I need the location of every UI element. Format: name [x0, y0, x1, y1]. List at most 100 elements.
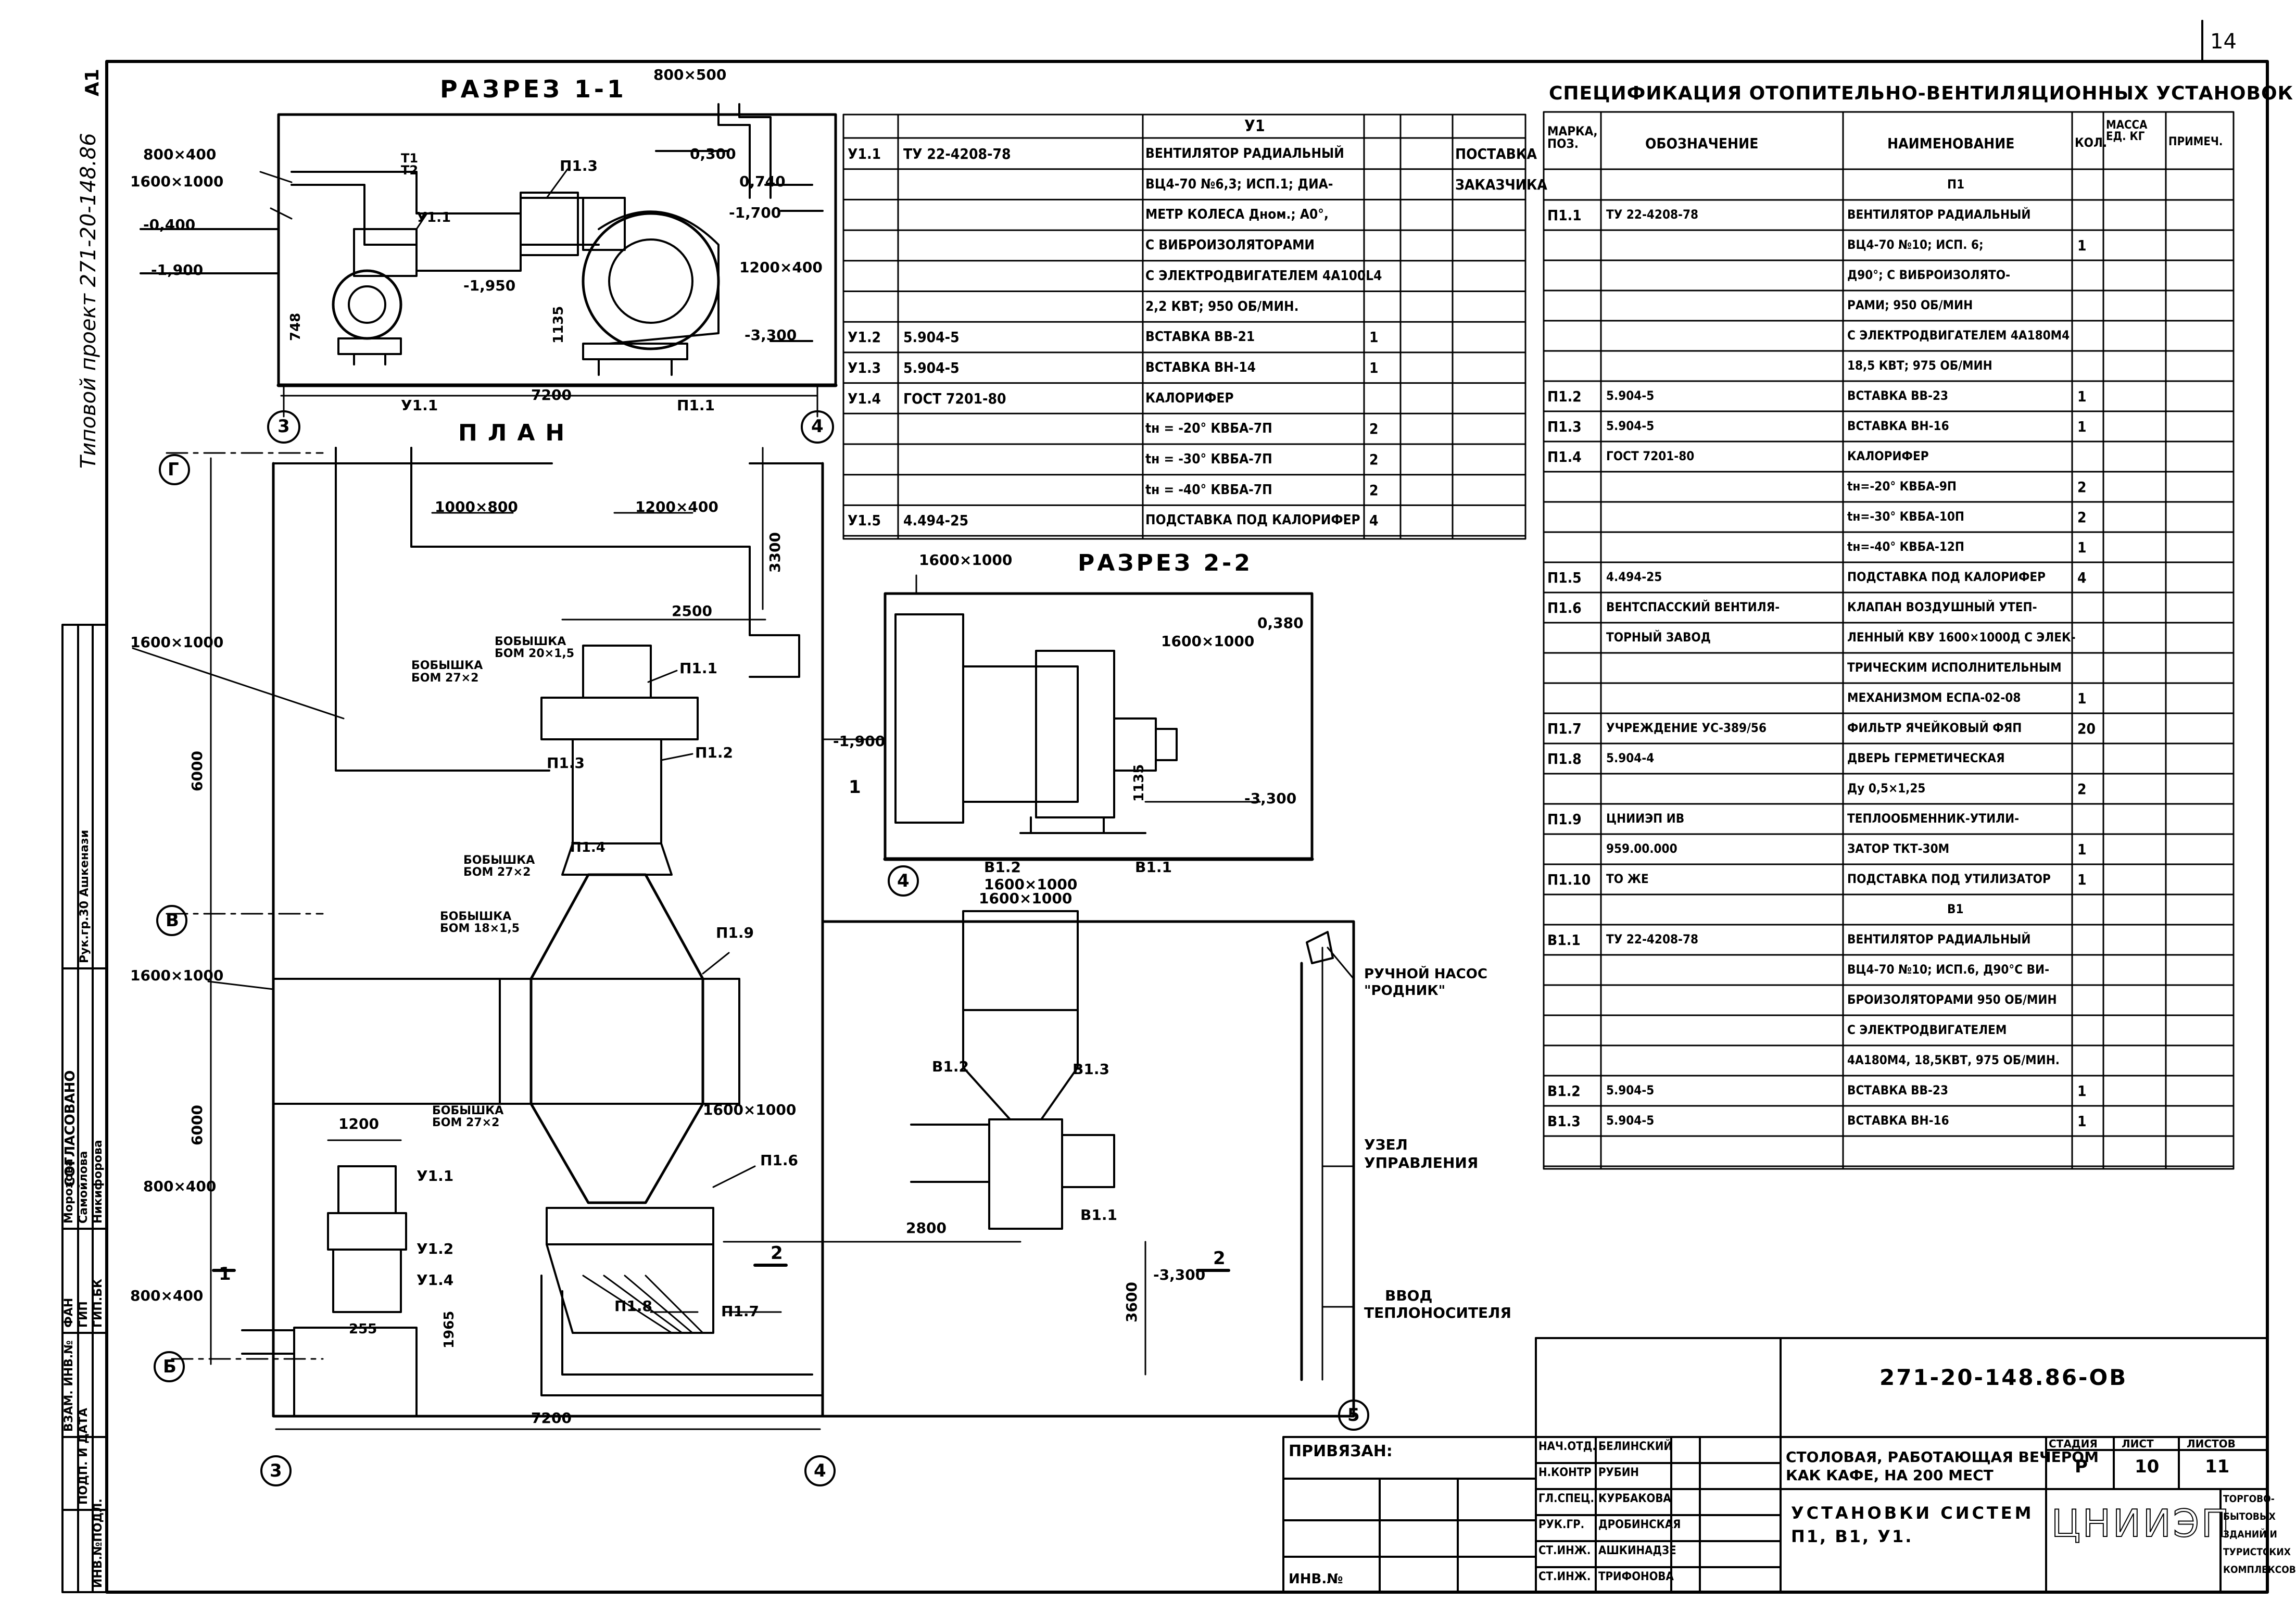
spec-table-cell: УЧРЕЖДЕНИЕ УС-389/56 — [1606, 721, 1767, 735]
s11-dim748: 748 — [288, 312, 304, 341]
u1-table-cell: У1.4 — [848, 389, 881, 407]
u1-table-header: У1 — [1244, 117, 1265, 135]
s11-d1600x1000: 1600×1000 — [130, 173, 224, 190]
spec-table-cell: 2 — [2077, 780, 2087, 798]
spec-table-cell: П1.6 — [1547, 599, 1582, 616]
plan-dim7200: 7200 — [531, 1409, 572, 1427]
u1-table-cell: 5.904-5 — [903, 359, 960, 376]
plan-drawing — [132, 447, 1369, 1486]
u1-table-cell: ГОСТ 7201-80 — [903, 389, 1006, 407]
spec-table-cell: ДВЕРЬ ГЕРМЕТИЧЕСКАЯ — [1847, 751, 2005, 765]
tb-role: ГЛ.СПЕЦ. — [1538, 1492, 1595, 1505]
spec-table-cell: 1 — [2077, 388, 2087, 405]
plan-boss1a: БОБЫШКА — [495, 635, 566, 648]
tb-person-name: КУРБАКОВА — [1598, 1492, 1671, 1505]
tb-role: РУК.ГР. — [1538, 1518, 1585, 1531]
spec-table-cell: П1.5 — [1547, 569, 1582, 586]
s22-d1600x1000-b: 1600×1000 — [1161, 633, 1255, 650]
plan-d1600x1000-b: 1600×1000 — [130, 967, 224, 984]
section-1-1-title: РАЗРЕЗ 1-1 — [440, 75, 627, 103]
side-name-1: Морозова — [62, 1158, 75, 1224]
plan-axis-4: 4 — [814, 1460, 826, 1481]
spec-table-cell: 4.494-25 — [1606, 570, 1662, 584]
plan-cut-2a: 2 — [771, 1243, 783, 1264]
spec-table-cell: ВСТАВКА ВВ-23 — [1847, 388, 1948, 403]
plan-node-label-1: УЗЕЛ — [1364, 1136, 1408, 1153]
spec-table-cell: П1.10 — [1547, 871, 1591, 888]
s22-v12: В1.2 — [984, 859, 1021, 876]
tb-person-name: ДРОБИНСКАЯ — [1598, 1518, 1681, 1531]
section-1-1-drawing — [140, 103, 838, 444]
plan-boss1b: БОМ 20×1,5 — [495, 647, 575, 660]
spec-table-cell: ВЕНТСПАССКИЙ ВЕНТИЛЯ- — [1606, 600, 1780, 614]
plan-title: ПЛАН — [458, 420, 575, 446]
s11-dim1135: 1135 — [551, 306, 566, 344]
sheet-number: 14 — [2210, 30, 2237, 54]
spec-table-cell: ЦНИИЭП ИВ — [1606, 811, 1685, 826]
spec-table-cell: В1.1 — [1547, 931, 1581, 949]
s11-lvl-m1700: -1,700 — [729, 204, 781, 221]
spec-table-cell: 1 — [2077, 1113, 2087, 1130]
side-name-3: Никифорова — [92, 1140, 105, 1224]
plan-v12: В1.2 — [932, 1058, 969, 1075]
plan-lvl-m3300: -3,300 — [1153, 1266, 1206, 1283]
drawing-code: 271-20-148.86-ОВ — [1879, 1365, 2128, 1390]
u1-table-cell: У1.2 — [848, 329, 881, 346]
plan-dim1965: 1965 — [441, 1310, 457, 1348]
stage-value: Р — [2075, 1456, 2088, 1477]
stage-label: СТАДИЯ — [2049, 1438, 2098, 1450]
s22-axis4: 4 — [897, 871, 910, 891]
spec-header-qty: КОЛ. — [2075, 135, 2108, 150]
s11-p13: П1.3 — [560, 157, 598, 174]
spec-table-cell: ВСТАВКА ВН-16 — [1847, 419, 1949, 433]
org-logo: ЦНИИЭП — [2051, 1502, 2232, 1545]
sheet-format-label: А1 — [82, 69, 103, 96]
spec-table-cell: С ЭЛЕКТРОДВИГАТЕЛЕМ — [1847, 1023, 2007, 1037]
spec-table-cell: ВЕНТИЛЯТОР РАДИАЛЬНЫЙ — [1847, 207, 2031, 222]
title-block-grid — [1282, 1337, 2268, 1593]
plan-dim6000-a: 6000 — [188, 751, 206, 791]
side-stamp-frame — [61, 624, 108, 1593]
s22-v11: В1.1 — [1135, 859, 1172, 876]
plan-p16: П1.6 — [760, 1152, 799, 1169]
plan-p12: П1.2 — [695, 744, 734, 761]
tb-person-name: АШКИНАДЗЕ — [1598, 1544, 1676, 1557]
sheet-title-1: УСТАНОВКИ СИСТЕМ — [1791, 1503, 2034, 1523]
plan-p11: П1.1 — [679, 660, 718, 677]
u1-table-cell: 4.494-25 — [903, 512, 969, 530]
s11-t1: Т1 — [401, 151, 419, 166]
u1-table-cell: С ВИБРОИЗОЛЯТОРАМИ — [1145, 237, 1315, 254]
tb-role: СТ.ИНЖ. — [1538, 1544, 1591, 1557]
spec-table-cell: 1 — [2077, 539, 2087, 556]
spec-table-cell: Д90°; С ВИБРОИЗОЛЯТО- — [1847, 268, 2011, 282]
plan-u14: У1.4 — [417, 1271, 454, 1289]
spec-table-cell: 5.904-4 — [1606, 751, 1655, 765]
plan-d1600x1000-c: 1600×1000 — [703, 1101, 797, 1118]
u1-table-cell: КАЛОРИФЕР — [1145, 390, 1234, 406]
tb-person-name: РУБИН — [1598, 1466, 1639, 1479]
spec-table-cell: 5.904-5 — [1606, 1083, 1655, 1098]
plan-boss4a: БОБЫШКА — [440, 910, 512, 923]
plan-d800x400-b: 800×400 — [130, 1287, 204, 1304]
plan-p13: П1.3 — [547, 754, 585, 772]
spec-table-cell: 1 — [2077, 841, 2087, 858]
spec-table-cell: П1.8 — [1547, 750, 1582, 767]
u1-table-cell: tн = -20° КВБА-7П — [1145, 421, 1272, 437]
plan-d1200x400: 1200×400 — [635, 498, 718, 515]
tb-role: Н.КОНТР — [1538, 1466, 1592, 1479]
plan-axis-v: В — [166, 910, 179, 931]
side-name-2: Самойлова — [77, 1151, 90, 1224]
s22-d1600x1000-c: 1600×1000 — [984, 876, 1078, 893]
s11-lvl-0300: 0,300 — [690, 145, 736, 162]
spec-table-cell: П1.9 — [1547, 811, 1582, 828]
spec-table-cell: 4 — [2077, 569, 2087, 586]
plan-p18: П1.8 — [614, 1297, 653, 1315]
plan-d1600x1000-a: 1600×1000 — [130, 634, 224, 651]
spec-table-cell: 5.904-5 — [1606, 1113, 1655, 1128]
spec-table-cell: ЗАТОР ТКТ-30М — [1847, 841, 1950, 856]
spec-table-cell: КЛАПАН ВОЗДУШНЫЙ УТЕП- — [1847, 600, 2037, 614]
u1-table-cell: tн = -30° КВБА-7П — [1145, 451, 1272, 467]
s22-d1600x1000-a: 1600×1000 — [919, 551, 1013, 569]
spec-table-cell: 18,5 КВТ; 975 ОБ/МИН — [1847, 358, 1992, 373]
spec-table-cell: ПОДСТАВКА ПОД УТИЛИЗАТОР — [1847, 872, 2051, 886]
